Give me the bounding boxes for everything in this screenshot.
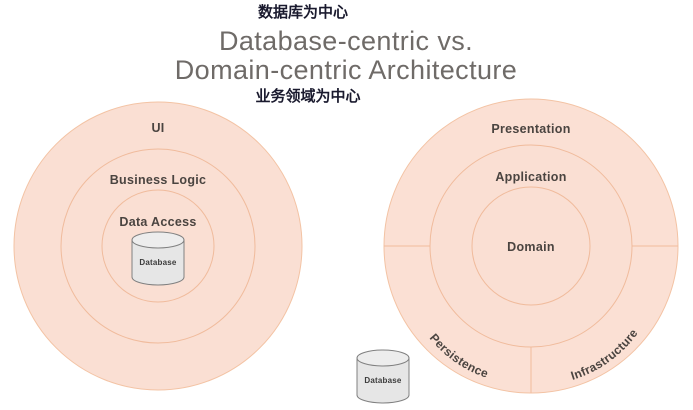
- database-cylinder-bottom-label: Database: [364, 376, 402, 385]
- database-cylinder-bottom-top: [356, 349, 410, 367]
- database-cylinder-top: [131, 231, 185, 249]
- left-ring-label-business-logic: Business Logic: [110, 173, 207, 187]
- left-ring-label-data-access: Data Access: [119, 215, 196, 229]
- database-cylinder-bottom: Database: [356, 349, 410, 404]
- right-ring-label-domain: Domain: [507, 240, 555, 254]
- right-architecture-diagram: Presentation Application Domain Persiste…: [383, 98, 679, 394]
- left-ring-label-ui: UI: [151, 121, 164, 135]
- title-line-1: Database-centric vs.: [219, 26, 473, 56]
- right-ring-label-application: Application: [495, 170, 566, 184]
- database-cylinder-left: Database: [131, 231, 185, 286]
- database-cylinder-bottom-body: [356, 357, 410, 404]
- right-ring-label-presentation: Presentation: [491, 122, 570, 136]
- left-architecture-diagram: UI Business Logic Data Access Database: [13, 101, 303, 391]
- right-ring-domain: [471, 186, 591, 306]
- caption-bottom-chinese: 业务领域为中心: [255, 87, 360, 105]
- title-line-2: Domain-centric Architecture: [175, 55, 517, 85]
- database-cylinder-body: [131, 239, 185, 286]
- caption-top-chinese: 数据库为中心: [258, 3, 348, 21]
- database-cylinder-left-label: Database: [139, 258, 177, 267]
